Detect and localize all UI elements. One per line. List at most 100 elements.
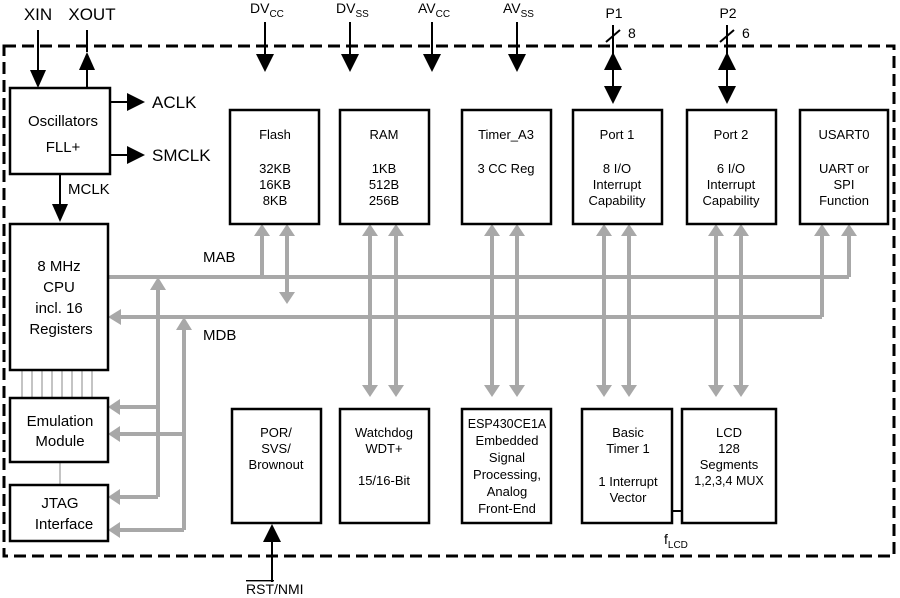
basic-timer-line4: 1 Interrupt (598, 474, 658, 489)
dvcc-main: DV (250, 0, 270, 16)
cpu-debug-lines (21, 370, 93, 485)
jtag-block (8, 483, 110, 543)
cpu-line2: CPU (43, 279, 75, 296)
timer-a3-line2: 3 CC Reg (477, 161, 534, 176)
port2-line2: 6 I/O (717, 161, 745, 176)
p1-arrow (604, 25, 622, 104)
xout-label: XOUT (68, 5, 115, 24)
oscillators-line2: FLL+ (46, 139, 81, 156)
ram-size3: 256B (369, 193, 399, 208)
usart0-block (798, 108, 890, 226)
esp430-line3: Signal (489, 450, 525, 465)
ram-size2: 512B (369, 177, 399, 192)
mclk-label: MCLK (68, 181, 110, 198)
aclk-arrow (110, 93, 145, 111)
p1-width: 8 (628, 25, 636, 41)
port1-line4: Capability (588, 193, 646, 208)
dvss-sub: SS (355, 9, 369, 20)
mab-bus (108, 224, 857, 279)
esp430-line2: Embedded (476, 433, 539, 448)
flash-size1: 32KB (259, 161, 291, 176)
usart0-line2: UART or (819, 161, 870, 176)
usart0-line4: Function (819, 193, 869, 208)
cpu-line3: incl. 16 (35, 300, 83, 317)
ram-block (338, 108, 431, 226)
oscillators-line1: Oscillators (28, 113, 98, 130)
avss-sub: SS (521, 9, 535, 20)
por-line2: SVS/ (261, 441, 291, 456)
basic-timer-line2: Timer 1 (606, 441, 650, 456)
aclk-label: ACLK (152, 93, 197, 112)
mdb-label: MDB (203, 327, 236, 344)
basic-timer-line1: Basic (612, 425, 644, 440)
dvss-arrow (341, 22, 359, 72)
dvss-main: DV (336, 0, 356, 16)
avcc-arrow (423, 22, 441, 72)
port2-line4: Capability (702, 193, 760, 208)
esp430-line6: Front-End (478, 501, 536, 516)
avcc-sub: CC (436, 9, 450, 20)
flash-title: Flash (259, 127, 291, 142)
chip-boundary (2, 44, 896, 558)
esp430-line1: ESP430CE1A (468, 417, 547, 431)
esp430-block (460, 407, 553, 525)
mdb-riser (108, 317, 192, 538)
flcd-label: fLCD (664, 531, 688, 551)
p2-arrow (718, 25, 736, 104)
usart0-title: USART0 (818, 127, 869, 142)
xout-arrow (79, 30, 95, 88)
oscillators-block (8, 86, 112, 176)
port1-line3: Interrupt (593, 177, 642, 192)
smclk-label: SMCLK (152, 146, 211, 165)
watchdog-line4: 15/16-Bit (358, 473, 410, 488)
mclk-arrow (52, 174, 68, 222)
esp430-line4: Processing, (473, 467, 541, 482)
jtag-line1: JTAG (41, 495, 78, 512)
dvcc-sub: CC (269, 9, 283, 20)
rst-overline: RST (246, 581, 274, 597)
flash-size3: 8KB (263, 193, 288, 208)
port2-title: Port 2 (714, 127, 749, 142)
p2-width: 6 (742, 25, 750, 41)
emulation-line2: Module (35, 433, 84, 450)
dvcc-arrow (256, 22, 274, 72)
port2-line3: Interrupt (707, 177, 756, 192)
cpu-block (8, 222, 110, 372)
p2-label: P2 (719, 5, 736, 21)
dvcc-label: DVCC (250, 0, 284, 20)
rst-arrow (263, 524, 281, 582)
watchdog-line2: WDT+ (365, 441, 402, 456)
mdb-bus (108, 224, 830, 325)
xin-label: XIN (24, 5, 52, 24)
lcd-line1: LCD (716, 425, 742, 440)
lcd-block (680, 407, 778, 525)
mab-label: MAB (203, 249, 236, 266)
flash-block (228, 108, 321, 226)
bus-connections (254, 224, 749, 397)
smclk-arrow (110, 146, 145, 164)
timer-a3-block (460, 108, 553, 226)
xin-arrow (30, 30, 46, 88)
esp430-line5: Analog (487, 484, 527, 499)
mab-riser (108, 277, 166, 505)
por-line3: Brownout (249, 457, 304, 472)
emulation-block (8, 396, 110, 464)
basic-timer-block (580, 407, 674, 525)
jtag-line2: Interface (35, 516, 93, 533)
flash-size2: 16KB (259, 177, 291, 192)
timer-a3-title: Timer_A3 (478, 127, 534, 142)
basic-timer-line5: Vector (610, 490, 648, 505)
flcd-sub: LCD (668, 540, 688, 551)
avss-arrow (508, 22, 526, 72)
usart0-line3: SPI (834, 177, 855, 192)
avss-label: AVSS (503, 0, 534, 20)
flcd-main: f (664, 531, 668, 547)
lcd-line3: Segments (700, 457, 759, 472)
watchdog-line1: Watchdog (355, 425, 413, 440)
rst-rest: /NMI (274, 581, 304, 597)
lcd-line2: 128 (718, 441, 740, 456)
por-line1: POR/ (260, 425, 292, 440)
dvss-label: DVSS (336, 0, 369, 20)
port2-block (685, 108, 778, 226)
